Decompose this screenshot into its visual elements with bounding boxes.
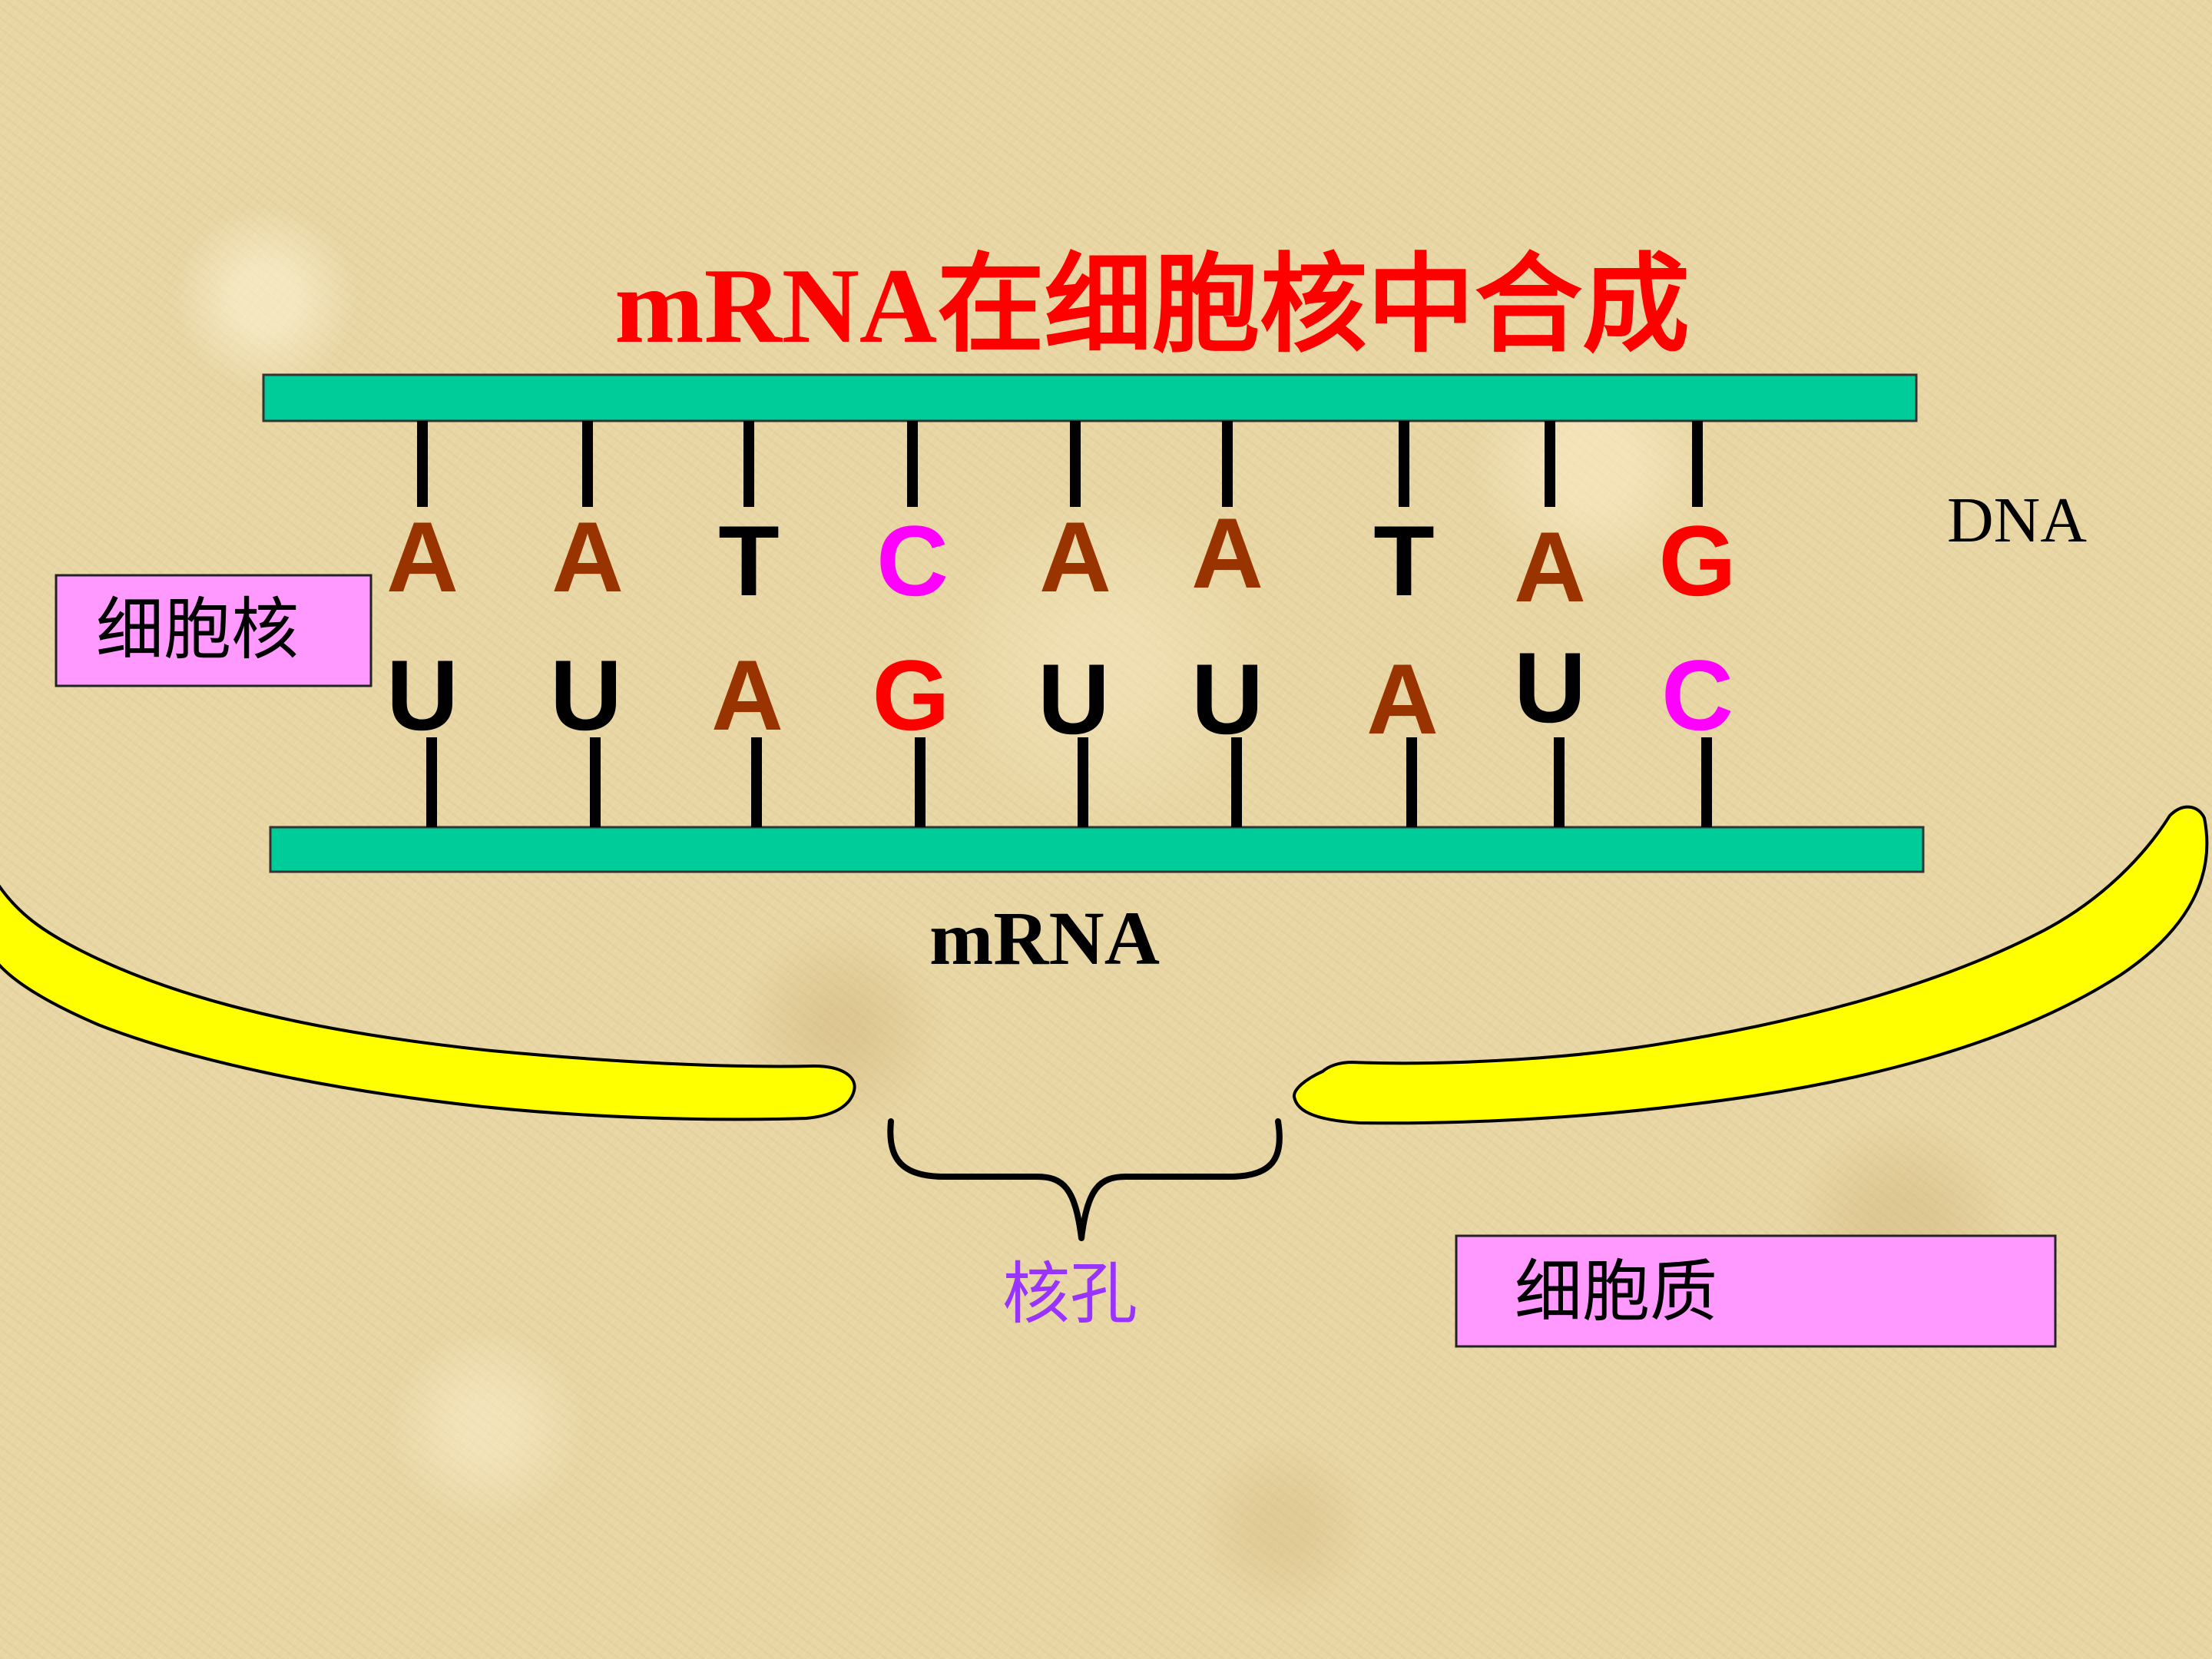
dna-bonds bbox=[417, 421, 1703, 507]
nuclear-pore-label: 核孔 bbox=[1002, 1254, 1137, 1333]
mrna-base-a: A bbox=[1366, 643, 1439, 755]
mrna-bonds bbox=[426, 737, 1712, 827]
nucleus-label-box: 细胞核 bbox=[55, 574, 373, 687]
cytoplasm-label-box: 细胞质 bbox=[1455, 1234, 2057, 1348]
mrna-strand bbox=[269, 826, 1925, 873]
cytoplasm-label-background bbox=[1455, 1234, 2057, 1348]
mrna-base-c: C bbox=[1661, 639, 1734, 751]
dna-base-a: A bbox=[1039, 501, 1111, 613]
mrna-base-u: U bbox=[1514, 631, 1586, 743]
mrna-base-g: G bbox=[872, 639, 949, 751]
dna-strand bbox=[262, 373, 1918, 422]
mrna-base-a: A bbox=[711, 639, 783, 751]
dna-base-g: G bbox=[1658, 505, 1736, 617]
nuclear-envelope-right bbox=[1293, 805, 2209, 1125]
dna-base-a: A bbox=[551, 501, 624, 613]
nucleus-label: 细胞核 bbox=[96, 590, 299, 669]
mrna-label: mRNA bbox=[929, 896, 1160, 981]
nucleus-label-background bbox=[55, 574, 373, 687]
dna-label: DNA bbox=[1947, 485, 2087, 556]
nuclear-pore-brace bbox=[887, 1118, 1283, 1241]
dna-base-a: A bbox=[1191, 497, 1263, 609]
mrna-base-u: U bbox=[550, 639, 622, 751]
mrna-base-u: U bbox=[386, 639, 459, 751]
dna-base-c: C bbox=[876, 505, 949, 617]
dna-base-a: A bbox=[386, 501, 459, 613]
cytoplasm-label: 细胞质 bbox=[1515, 1252, 1717, 1331]
dna-base-t: T bbox=[718, 505, 779, 617]
nuclear-envelope-left bbox=[0, 884, 856, 1121]
mrna-base-u: U bbox=[1191, 643, 1263, 755]
dna-base-t: T bbox=[1373, 505, 1434, 617]
mrna-base-u: U bbox=[1038, 643, 1110, 755]
slide-title: mRNA在细胞核中合成 bbox=[614, 247, 1690, 366]
dna-base-a: A bbox=[1514, 511, 1586, 623]
